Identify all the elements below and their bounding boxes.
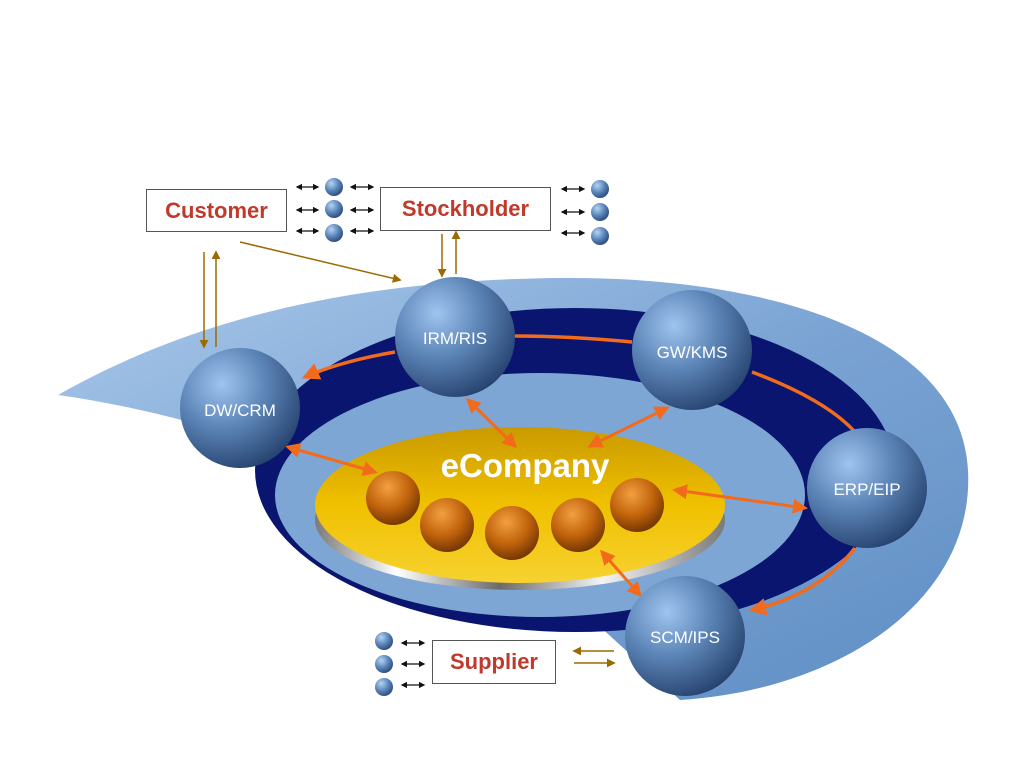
connector-center-dw <box>285 443 378 476</box>
platform-sphere <box>485 506 539 560</box>
node-irm-label: IRM/RIS <box>423 329 487 348</box>
node-dw: DW/CRM <box>180 348 300 468</box>
small-sphere <box>375 655 393 673</box>
center-label: eCompany <box>441 447 610 484</box>
node-scm: SCM/IPS <box>625 576 745 696</box>
small-sphere <box>325 200 343 218</box>
connector-center-scm <box>600 549 642 598</box>
small-sphere <box>325 178 343 196</box>
platform-sphere <box>610 478 664 532</box>
connector-center-gw <box>587 406 670 448</box>
small-sphere <box>591 203 609 221</box>
node-gw-label: GW/KMS <box>657 343 728 362</box>
connector-customer-irm <box>239 241 402 283</box>
small-sphere <box>591 180 609 198</box>
small-sphere <box>375 678 393 696</box>
node-irm: IRM/RIS <box>395 277 515 397</box>
small-arrows <box>295 183 586 689</box>
node-erp-label: ERP/EIP <box>833 480 900 499</box>
small-sphere <box>325 224 343 242</box>
platform-sphere <box>420 498 474 552</box>
node-dw-label: DW/CRM <box>204 401 276 420</box>
flow-arrow-irm-to-dw <box>301 350 396 380</box>
customer-label: Customer <box>146 189 287 232</box>
platform-sphere <box>366 471 420 525</box>
stockholder-label: Stockholder <box>380 187 551 231</box>
small-sphere <box>591 227 609 245</box>
flow-arrow-gw-to-irm <box>514 334 633 344</box>
node-gw: GW/KMS <box>632 290 752 410</box>
connector-center-irm <box>465 397 518 449</box>
node-scm-label: SCM/IPS <box>650 628 720 647</box>
node-erp: ERP/EIP <box>807 428 927 548</box>
supplier-label: Supplier <box>432 640 556 684</box>
connector-center-erp <box>672 484 808 514</box>
flow-arrow-erp-to-scm <box>748 546 857 616</box>
small-sphere <box>375 632 393 650</box>
platform-sphere <box>551 498 605 552</box>
flow-arrow-gw-to-erp <box>751 370 857 434</box>
